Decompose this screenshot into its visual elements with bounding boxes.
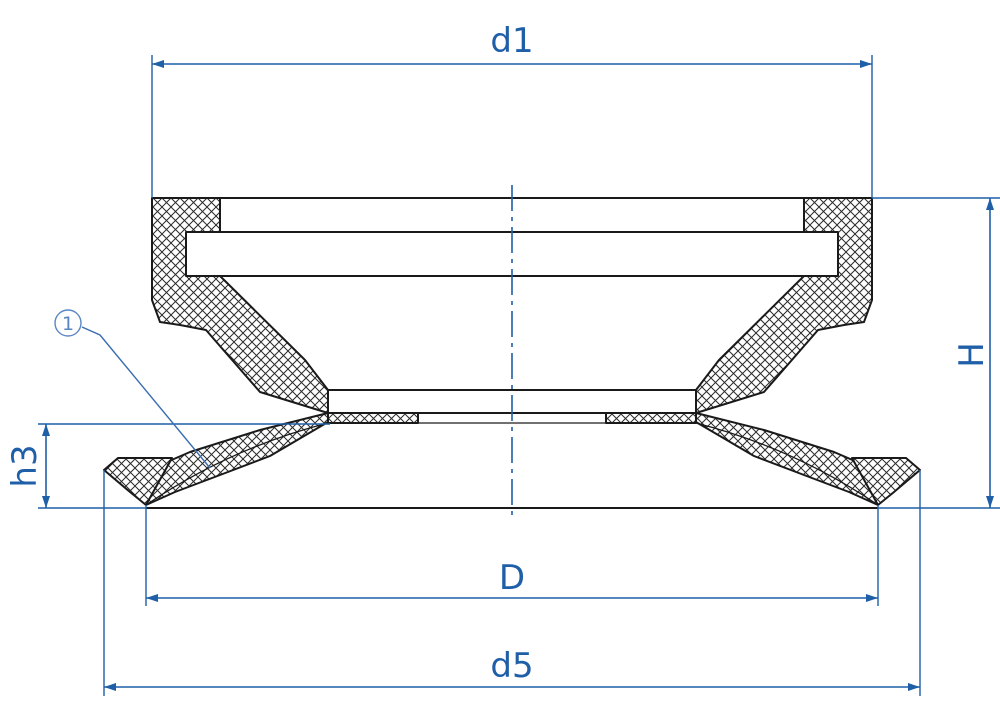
right-upper-ring-section	[695, 197, 873, 414]
D-label: D	[499, 558, 525, 598]
right-outer-flange	[851, 457, 921, 506]
left-outer-flange	[103, 457, 173, 506]
bottom-insert-left	[327, 412, 419, 424]
left-lip-section	[129, 412, 329, 506]
dimension-h3: h3	[5, 423, 330, 509]
d1-label: d1	[490, 21, 533, 61]
dimension-d1: d1	[151, 21, 873, 198]
left-inner-cone-curve	[145, 422, 329, 506]
right-inner-cone-curve	[695, 422, 879, 506]
callout-1: 1	[54, 309, 211, 469]
dimension-d5: d5	[103, 470, 921, 696]
callout-leader-line	[81, 326, 211, 469]
callout-number: 1	[62, 313, 74, 335]
H-label: H	[952, 342, 992, 368]
d5-label: d5	[490, 646, 533, 686]
bottom-insert-right	[605, 412, 697, 424]
h3-label: h3	[5, 444, 45, 487]
dimension-H: H	[872, 197, 1000, 509]
dimension-D: D	[145, 505, 879, 606]
right-lip-section	[695, 412, 895, 506]
left-upper-ring-section	[151, 197, 329, 414]
part-outline	[103, 197, 921, 509]
callout-circle	[54, 309, 82, 337]
